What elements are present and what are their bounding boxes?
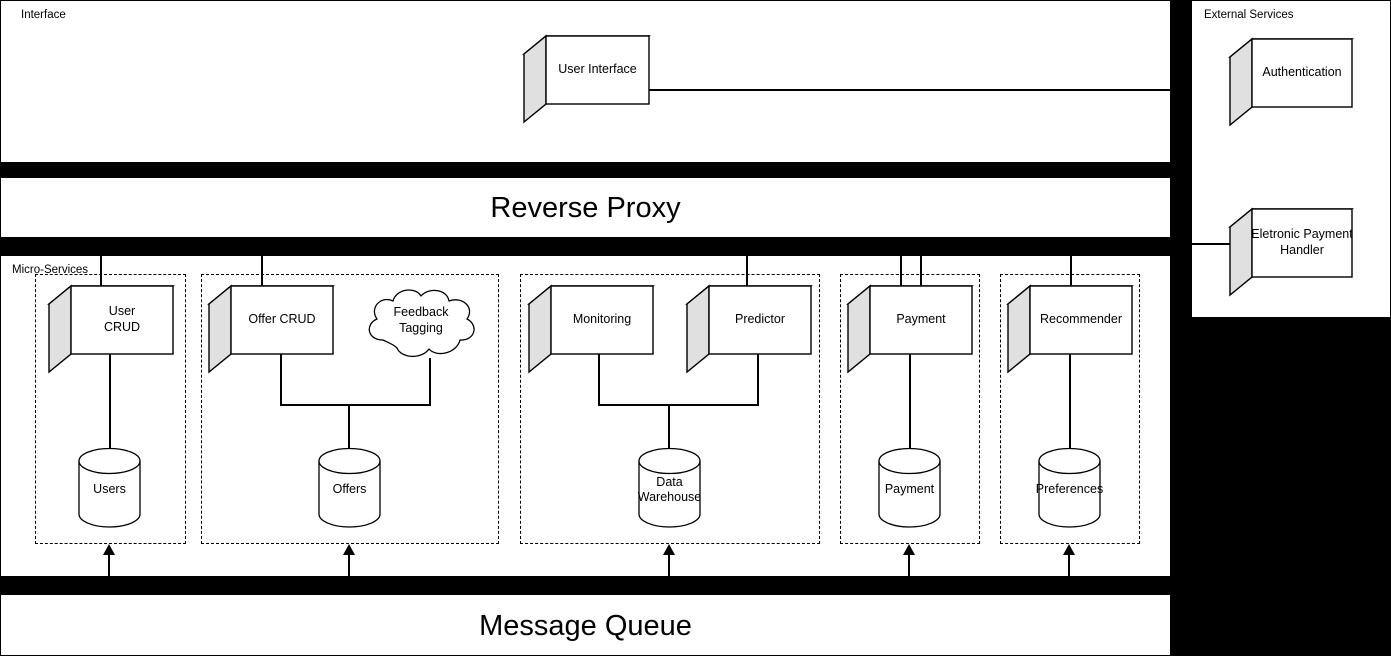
connector-offer-merge-to-db: [348, 404, 350, 450]
arrow-mq-to-group-recommender: [1063, 544, 1075, 555]
node-predictor[interactable]: Predictor: [685, 284, 813, 374]
message-queue-band: Message Queue: [0, 594, 1171, 656]
service-group-recommender: [1000, 274, 1140, 544]
node-user-crud[interactable]: User CRUD: [47, 284, 175, 374]
service-group-payment: [840, 274, 980, 544]
connector-feedback-tagging-down: [429, 358, 431, 405]
reverse-proxy-band: Reverse Proxy: [0, 177, 1171, 238]
node-monitoring[interactable]: Monitoring: [527, 284, 655, 374]
connector-analytics-merge-bar: [598, 404, 759, 406]
node-user-interface[interactable]: User Interface: [522, 34, 651, 124]
node-payment-service[interactable]: Payment: [846, 284, 974, 374]
db-preferences[interactable]: Preferences: [1036, 447, 1103, 528]
connector-monitoring-down: [598, 354, 600, 405]
connector-mq-to-group-recommender: [1068, 549, 1070, 591]
connector-payment-to-payment-db: [909, 354, 911, 450]
db-data-warehouse[interactable]: Data Warehouse: [638, 447, 701, 528]
interface-panel-label: Interface: [21, 9, 66, 21]
reverse-proxy-title: Reverse Proxy: [490, 192, 681, 224]
service-group-user: [35, 274, 186, 544]
micro-services-panel-label: Micro-Services: [12, 264, 89, 276]
node-feedback-tagging[interactable]: Feedback Tagging: [363, 288, 479, 360]
arrow-mq-to-group-user: [103, 544, 115, 555]
connector-recommender-to-preferences-db: [1069, 354, 1071, 450]
connector-ui-to-authentication: [648, 89, 1231, 91]
connector-proxy-to-payment-a: [900, 238, 902, 306]
external-services-panel-label: External Services: [1204, 9, 1294, 21]
db-users[interactable]: Users: [78, 447, 141, 528]
connector-analytics-merge-to-db: [668, 404, 670, 450]
arrow-mq-to-group-analytics: [663, 544, 675, 555]
connector-proxy-to-offer-crud: [261, 238, 263, 306]
connector-proxy-to-predictor: [746, 238, 748, 306]
db-payment[interactable]: Payment: [878, 447, 941, 528]
arrow-mq-to-group-payment: [903, 544, 915, 555]
node-authentication[interactable]: Authentication: [1228, 37, 1354, 127]
node-recommender[interactable]: Recommender: [1006, 284, 1134, 374]
connector-predictor-down: [757, 354, 759, 405]
connector-proxy-to-recommender: [1070, 238, 1072, 306]
connector-mq-to-group-offer: [348, 549, 350, 591]
arrow-mq-to-group-offer: [343, 544, 355, 555]
connector-eph-to-proxy: [1190, 243, 1232, 245]
connector-offer-merge-bar: [280, 404, 431, 406]
connector-mq-to-group-payment: [908, 549, 910, 591]
connector-mq-to-group-user: [108, 549, 110, 591]
node-offer-crud[interactable]: Offer CRUD: [207, 284, 335, 374]
service-group-analytics: [520, 274, 820, 544]
message-queue-title: Message Queue: [479, 610, 692, 642]
node-electronic-payment-handler[interactable]: Eletronic Payment Handler: [1228, 207, 1354, 297]
connector-proxy-to-payment-b: [920, 238, 922, 306]
db-offers[interactable]: Offers: [318, 447, 381, 528]
connector-offer-crud-down: [280, 354, 282, 405]
connector-mq-to-group-analytics: [668, 549, 670, 591]
connector-proxy-to-user-crud: [100, 238, 102, 306]
connector-user-crud-to-users-db: [109, 354, 111, 450]
service-group-offer: [201, 274, 499, 544]
